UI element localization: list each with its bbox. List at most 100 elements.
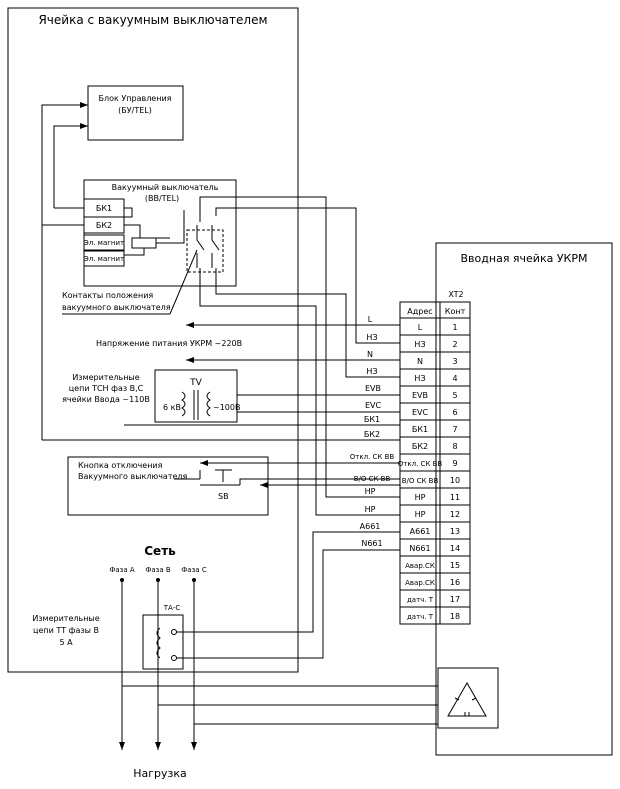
terminal-number: 6: [452, 408, 457, 417]
control-unit-box: [87, 85, 184, 141]
ukrm-title: Вводная ячейка УКРМ: [461, 252, 588, 265]
terminal-row-16: Авар.СК 16: [399, 572, 471, 591]
terminal-number: 14: [450, 544, 460, 553]
terminal-row-11: НР 11: [399, 487, 471, 506]
terminal-row-2: НЗ 2: [399, 334, 471, 353]
col-contact: Конт: [445, 307, 466, 316]
terminal-row-8: БК2 8: [399, 436, 471, 455]
terminal-row-13: А661 13: [399, 521, 471, 540]
terminal-row-7: БК1 7: [399, 419, 471, 438]
measuring-tsn-line3: ячейки Ввода ~110В: [62, 395, 150, 404]
terminal-address: датч. Т: [407, 596, 434, 604]
breaker-label: Вакуумный выключатель: [112, 183, 219, 192]
button-box-label: Кнопка отключения: [78, 461, 163, 470]
phase-a-label: Фаза А: [109, 566, 135, 574]
terminal-number: 3: [452, 357, 457, 366]
tv-secondary: ~100В: [213, 403, 240, 412]
terminal-address: L: [418, 323, 423, 332]
terminal-number: 8: [452, 442, 457, 451]
terminal-address: N: [417, 357, 423, 366]
terminal-row-4: НЗ 4: [399, 368, 471, 387]
measuring-tt-line3: 5 А: [59, 638, 73, 647]
terminal-number: 5: [452, 391, 457, 400]
capacitor-box: [437, 667, 499, 729]
terminal-number: 1: [452, 323, 457, 332]
terminal-address: Авар.СК: [405, 562, 435, 570]
measuring-tt-line2: цепи ТТ фазы В: [33, 626, 99, 635]
terminal-address: Авар.СК: [405, 579, 435, 587]
wire-label-2: НЗ: [366, 333, 377, 342]
terminal-number: 4: [452, 374, 457, 383]
load-label: Нагрузка: [133, 767, 187, 780]
terminal-address: НЗ: [414, 340, 425, 349]
wire-label-12: НР: [365, 505, 376, 514]
breaker-magnet-2: Эл. магнит: [84, 255, 124, 263]
wire-label-14: N661: [361, 539, 382, 548]
terminal-address: НР: [415, 510, 426, 519]
wire-label-9: Откл. СК ВВ: [350, 453, 395, 461]
terminal-address: А661: [410, 527, 431, 536]
position-contacts-sub: вакуумного выключателя: [62, 303, 171, 312]
col-address: Адрес: [407, 307, 432, 316]
terminal-address: БК1: [412, 425, 428, 434]
terminal-number: 18: [450, 612, 460, 621]
sb-label: SB: [218, 492, 229, 501]
terminal-number: 17: [450, 595, 460, 604]
terminal-number: 2: [452, 340, 457, 349]
terminal-address: БК2: [412, 442, 428, 451]
wire-label-8: БК2: [364, 430, 380, 439]
terminal-number: 15: [450, 561, 460, 570]
wire-label-6: EVC: [365, 401, 382, 410]
terminal-row-14: N661 14: [399, 538, 471, 557]
terminal-address: В/О СК ВВ: [402, 477, 439, 485]
wire-label-3: N: [367, 350, 373, 359]
ta-label: ТА-С: [163, 604, 181, 612]
terminal-address: датч. Т: [407, 613, 434, 621]
terminal-number: 13: [450, 527, 460, 536]
terminal-row-10: В/О СК ВВ 10: [399, 470, 471, 489]
measuring-tsn-line1: Измерительные: [72, 373, 139, 382]
tv-label: TV: [189, 378, 202, 388]
power-supply-label: Напряжение питания УКРМ ~220В: [96, 339, 242, 348]
wire-label-4: НЗ: [366, 367, 377, 376]
terminal-row-9: Откл. СК ВВ 9: [398, 453, 471, 472]
terminal-row-5: EVB 5: [399, 385, 471, 404]
terminal-address: Откл. СК ВВ: [398, 460, 443, 468]
breaker-bk1: БК1: [96, 204, 112, 213]
terminal-address: EVB: [412, 391, 428, 400]
control-unit-code: (БУ/TEL): [118, 106, 152, 115]
wire-label-13: А661: [360, 522, 381, 531]
position-contacts-label: Контакты положения: [62, 291, 153, 300]
wire-label-7: БК1: [364, 415, 380, 424]
ukrm-frame: [435, 242, 613, 756]
ta-box: [142, 614, 184, 670]
terminal-row-17: датч. Т 17: [399, 589, 471, 608]
terminal-number: 11: [450, 493, 460, 502]
breaker-magnet-1: Эл. магнит: [84, 239, 124, 247]
measuring-tsn-line2: цепи ТСН фаз В,С: [69, 384, 144, 393]
terminal-row-12: НР 12: [399, 504, 471, 523]
terminal-number: 10: [450, 476, 460, 485]
wire-label-10: В/О СК ВВ: [354, 475, 391, 483]
terminal-number: 16: [450, 578, 460, 587]
wire-label-11: НР: [365, 487, 376, 496]
terminal-row-15: Авар.СК 15: [399, 555, 471, 574]
control-unit-label: Блок Управления: [99, 94, 172, 103]
wire-label-1: L: [368, 315, 373, 324]
wire-label-5: EVB: [365, 384, 381, 393]
breaker-bk2: БК2: [96, 221, 112, 230]
terminal-number: 7: [452, 425, 457, 434]
terminal-address: N661: [409, 544, 430, 553]
tv-primary: 6 кВ: [163, 403, 181, 412]
button-box-sub: Вакуумного выключателя: [78, 472, 188, 481]
terminal-number: 12: [450, 510, 460, 519]
terminal-row-18: датч. Т 18: [399, 606, 471, 625]
terminal-address: НР: [415, 493, 426, 502]
terminal-address: НЗ: [414, 374, 425, 383]
terminal-number: 9: [452, 459, 457, 468]
